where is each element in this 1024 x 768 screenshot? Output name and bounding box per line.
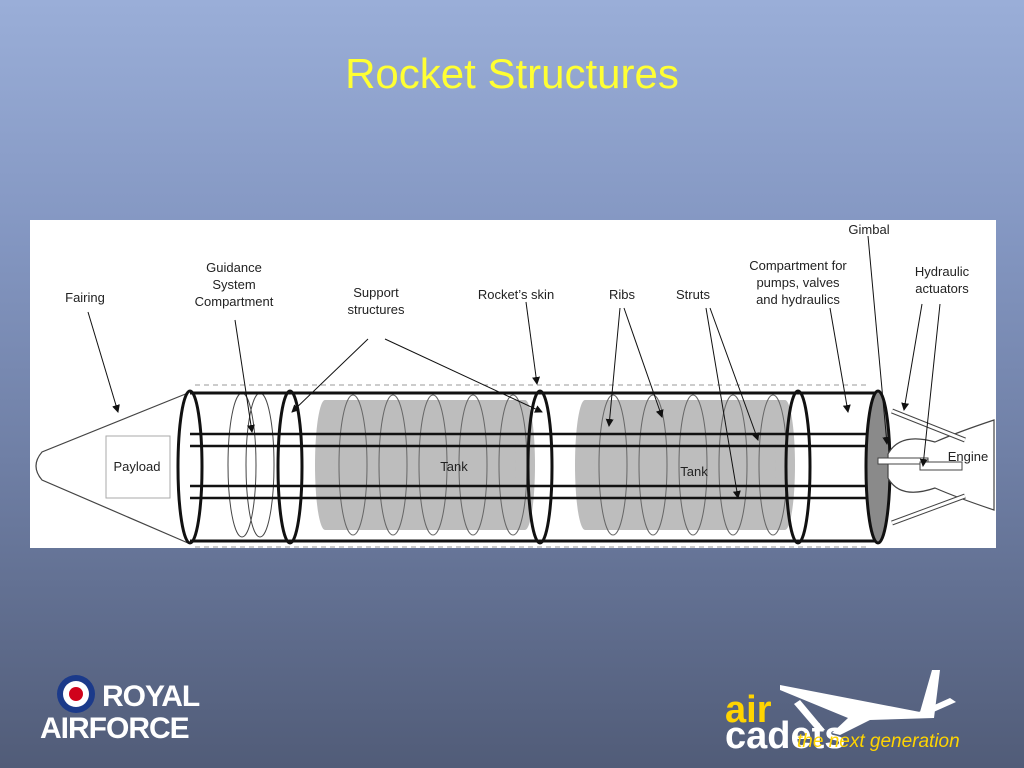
- glider-icon: air cadets: [725, 670, 956, 757]
- label-struts: Struts: [676, 287, 710, 302]
- label-hydraulic-1: Hydraulic: [915, 264, 970, 279]
- cadets-word-text: cadets: [725, 715, 845, 757]
- label-guidance-3: Compartment: [195, 294, 274, 309]
- fairing-nose-cone: [35, 392, 189, 544]
- cadets-tagline: the next generation: [797, 731, 960, 752]
- label-ribs: Ribs: [609, 287, 636, 302]
- support-ring: [276, 389, 304, 545]
- engine: [877, 408, 995, 526]
- label-compartment-1: Compartment for: [749, 258, 847, 273]
- label-engine: Engine: [948, 449, 988, 464]
- raf-logo-line2: AIRFORCE: [40, 712, 190, 745]
- support-ring: [176, 389, 204, 545]
- payload-box: [105, 435, 171, 499]
- rib: [245, 392, 275, 538]
- label-rockets-skin: Rocket’s skin: [478, 287, 554, 302]
- label-support-2: structures: [347, 302, 405, 317]
- rocket-diagram-svg: Fairing Guidance System Compartment Supp…: [35, 222, 995, 548]
- rib: [227, 392, 257, 538]
- tank-1: [315, 394, 535, 536]
- cadets-air-text: air: [725, 689, 772, 731]
- gimbal-ring: [864, 389, 892, 545]
- label-tank-1: Tank: [440, 459, 468, 474]
- label-payload: Payload: [114, 459, 161, 474]
- label-tank-2: Tank: [680, 464, 708, 479]
- air-cadets-logo: air cadets the next generation: [720, 660, 1010, 760]
- label-guidance-1: Guidance: [206, 260, 262, 275]
- raf-logo: ROYAL AIRFORCE: [40, 670, 210, 750]
- label-compartment-3: and hydraulics: [756, 292, 840, 307]
- label-fairing: Fairing: [65, 290, 105, 305]
- slide-title: Rocket Structures: [345, 50, 679, 97]
- raf-roundel-icon: [57, 675, 95, 713]
- rocket-diagram: Fairing Guidance System Compartment Supp…: [30, 220, 996, 548]
- support-ring: [526, 389, 554, 545]
- callout-arrows: [87, 235, 941, 499]
- support-ring: [784, 389, 812, 545]
- label-hydraulic-2: actuators: [915, 281, 969, 296]
- label-gimbal: Gimbal: [848, 222, 889, 237]
- label-compartment-2: pumps, valves: [756, 275, 840, 290]
- raf-logo-line1: ROYAL: [102, 680, 200, 713]
- label-guidance-2: System: [212, 277, 255, 292]
- label-support-1: Support: [353, 285, 399, 300]
